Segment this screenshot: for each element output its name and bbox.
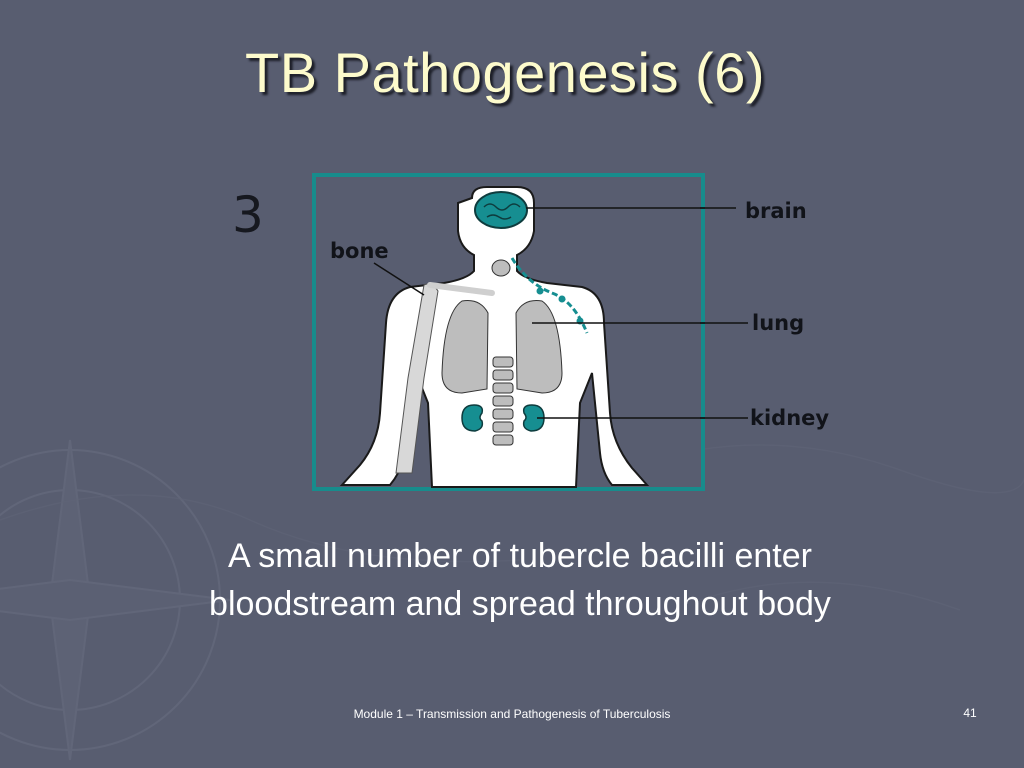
leader-line-extensions [700, 207, 748, 419]
body-line-1: A small number of tubercle bacilli enter [228, 537, 812, 575]
step-number: 3 [232, 186, 264, 244]
brain-label: brain [745, 199, 807, 223]
kidney-left-icon [461, 404, 484, 432]
body-silhouette [339, 186, 650, 488]
bone-leader-line [373, 262, 425, 296]
lung-label: lung [752, 311, 805, 335]
spine-icon [492, 356, 514, 446]
page-number: 41 [963, 706, 977, 720]
body-line-2: bloodstream and spread throughout body [209, 585, 831, 623]
slide-title: TB Pathogenesis (6) [245, 41, 765, 104]
lymph-vessel-icon [510, 257, 589, 334]
body-text: A small number of tubercle bacilli enter… [120, 532, 920, 628]
body-diagram [312, 173, 705, 491]
footer-text: Module 1 – Transmission and Pathogenesis… [353, 707, 671, 721]
bone-label: bone [330, 239, 389, 263]
left-lung-icon [441, 300, 489, 394]
kidney-right-icon [522, 404, 545, 432]
kidney-label: kidney [750, 406, 830, 430]
